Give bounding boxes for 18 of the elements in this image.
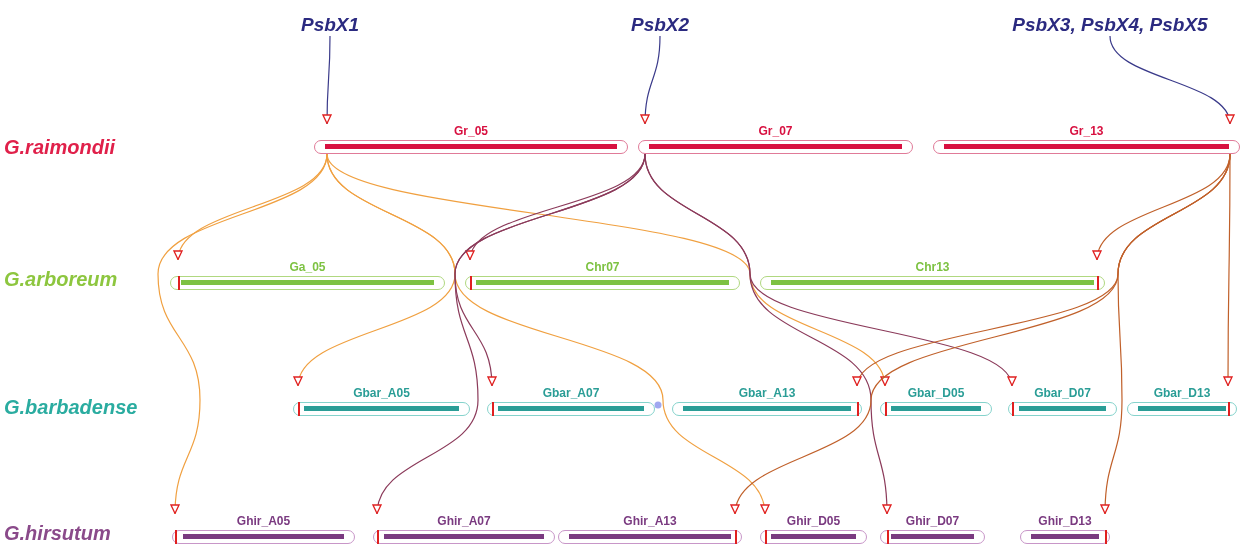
gene-name: PsbX2 [628, 14, 692, 36]
chromosome-label: Ghir_D13 [1035, 514, 1095, 528]
leader-line [322, 35, 332, 125]
chromosome-label: Ghir_A07 [434, 514, 494, 528]
leader-line [640, 35, 661, 125]
species-name: G.barbadense [4, 396, 138, 419]
chromosome-label: Gbar_A05 [350, 386, 413, 400]
leader-line [1109, 35, 1233, 125]
gene-name: PsbX1 [298, 14, 362, 36]
synteny-arrow [1223, 153, 1233, 387]
species-name: G.arboreum [4, 268, 118, 291]
synteny-arrow [1100, 153, 1231, 515]
chromosome-label: Gbar_D07 [1031, 386, 1094, 400]
chromosome-label: Gr_05 [451, 124, 491, 138]
chromosome-label: Ghir_A13 [620, 514, 680, 528]
species-name: G.hirsutum [4, 522, 111, 544]
gene-name: PsbX3, PsbX4, PsbX5 [1010, 14, 1210, 36]
species-name: G.raimondii [4, 136, 116, 159]
